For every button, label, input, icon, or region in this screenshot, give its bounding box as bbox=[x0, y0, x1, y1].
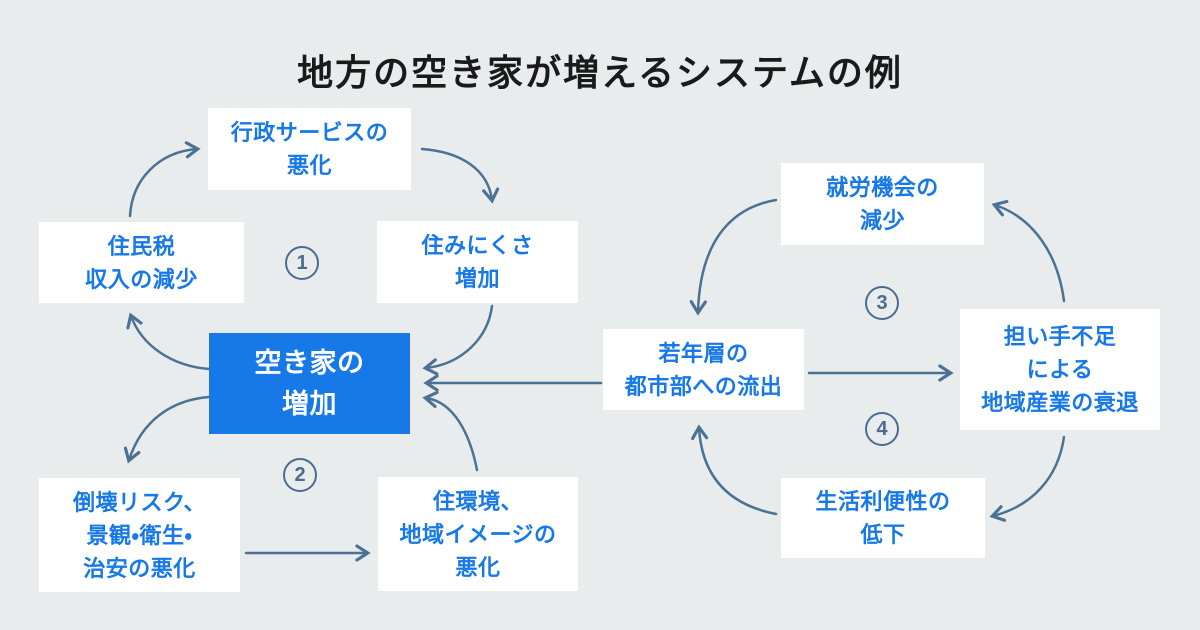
node-line: 悪化 bbox=[455, 554, 501, 580]
node-line: 担い手不足 bbox=[1003, 324, 1117, 349]
loop-label-4: 4 bbox=[865, 412, 899, 446]
node-industry-decline: 担い手不足 による 地域産業の衰退 bbox=[960, 309, 1160, 430]
arrow-resident-tax-to-admin-service bbox=[128, 141, 201, 218]
loop-label-2: 2 bbox=[283, 458, 317, 492]
node-line: による bbox=[1026, 357, 1094, 382]
node-line: 倒壊リスク、 bbox=[72, 489, 207, 515]
node-line: 地域イメージの bbox=[399, 521, 557, 547]
node-line: 住民税 bbox=[107, 233, 176, 259]
node-line: 悪化 bbox=[286, 153, 332, 178]
node-line: 減少 bbox=[859, 208, 905, 233]
node-resident-tax-decline: 住民税 収入の減少 bbox=[39, 222, 244, 303]
node-line: 空き家の bbox=[254, 348, 365, 378]
node-youth-outflow: 若年層の 都市部への流出 bbox=[603, 329, 804, 410]
arrow-employment-to-youth-outflow bbox=[689, 198, 778, 316]
node-line: 景観・衛生・ bbox=[86, 522, 193, 548]
arrow-admin-service-to-hard-to-live bbox=[420, 147, 500, 204]
loop-label-3: 3 bbox=[865, 286, 899, 320]
loop-label-1: 1 bbox=[285, 246, 319, 280]
node-line: 住みにくさ bbox=[421, 233, 534, 258]
arrow-living-env-to-vacant-houses bbox=[422, 390, 479, 472]
node-living-env-image-deterioration: 住環境、 地域イメージの 悪化 bbox=[378, 477, 578, 591]
node-line: 収入の減少 bbox=[85, 266, 198, 292]
diagram-title: 地方の空き家が増えるシステムの例 bbox=[297, 52, 903, 93]
node-line: 就労機会の bbox=[826, 175, 939, 200]
node-vacant-houses-increase: 空き家の 増加 bbox=[209, 333, 410, 434]
node-employment-decline: 就労機会の 減少 bbox=[781, 163, 984, 245]
node-line: 若年層の bbox=[658, 340, 749, 366]
node-line: 行政サービスの bbox=[230, 120, 389, 145]
node-line: 増加 bbox=[282, 388, 337, 419]
arrow-vacant-houses-to-resident-tax bbox=[126, 312, 211, 371]
arrow-industry-decline-to-employment bbox=[991, 199, 1066, 303]
node-line: 低下 bbox=[860, 522, 906, 547]
node-line: 都市部への流出 bbox=[624, 373, 783, 399]
node-line: 治安の悪化 bbox=[83, 555, 196, 581]
node-admin-service-decline: 行政サービスの 悪化 bbox=[208, 108, 411, 190]
node-collapse-risk-deterioration: 倒壊リスク、 景観・衛生・ 治安の悪化 bbox=[39, 478, 240, 592]
node-line: 地域産業の衰退 bbox=[981, 390, 1139, 415]
node-convenience-decline: 生活利便性の 低下 bbox=[781, 478, 985, 558]
node-line: 生活利便性の bbox=[815, 489, 951, 514]
arrow-vacant-houses-to-collapse-risk bbox=[123, 395, 211, 464]
arrow-convenience-to-youth-outflow bbox=[691, 424, 778, 516]
node-hard-to-live-increase: 住みにくさ 増加 bbox=[377, 221, 578, 303]
node-line: 住環境、 bbox=[432, 488, 523, 514]
arrow-hard-to-live-to-vacant-houses bbox=[422, 304, 494, 376]
arrow-industry-decline-to-convenience bbox=[989, 435, 1066, 522]
node-line: 増加 bbox=[454, 266, 500, 291]
